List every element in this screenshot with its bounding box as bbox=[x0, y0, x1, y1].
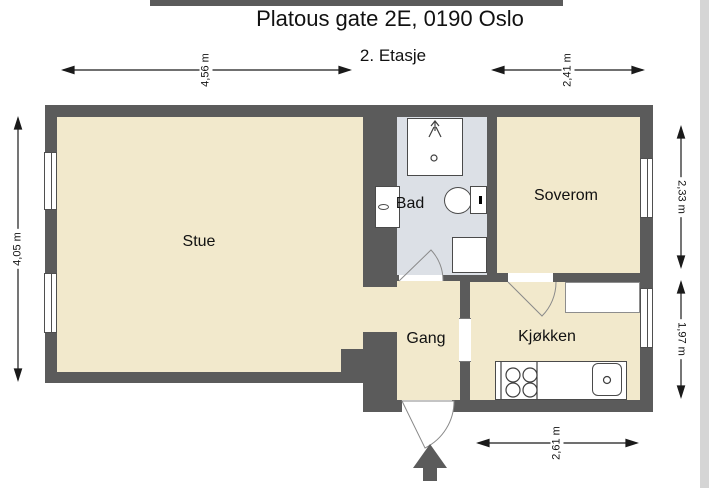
entrance-arrow-icon bbox=[413, 444, 447, 481]
room-label-gang: Gang bbox=[406, 330, 446, 347]
page-title: Platous gate 2E, 0190 Oslo bbox=[256, 6, 524, 31]
floor-label: 2. Etasje bbox=[359, 46, 427, 65]
dimension-stue-width-label: 4,56 m bbox=[199, 50, 213, 90]
stue-corner-wall-step bbox=[341, 349, 363, 372]
dimension-soverom-width-label: 2,41 m bbox=[561, 50, 575, 90]
soverom-door-opening bbox=[508, 273, 553, 282]
dimension-kjokken-height-label: 1,97 m bbox=[674, 319, 688, 359]
room-label-stue: Stue bbox=[182, 233, 216, 250]
sink-faucet-icon bbox=[378, 204, 389, 210]
room-label-kjokken: Kjøkken bbox=[518, 328, 576, 345]
gang-floor bbox=[397, 281, 460, 400]
kitchen-upper-counter bbox=[565, 282, 640, 313]
window-stue-upper bbox=[44, 152, 57, 210]
room-label-bad: Bad bbox=[395, 195, 425, 212]
passage-stue-gang bbox=[363, 287, 397, 332]
room-label-soverom: Soverom bbox=[533, 187, 599, 204]
bad-door-opening bbox=[399, 275, 443, 281]
window-soverom bbox=[640, 158, 653, 218]
kitchen-sink bbox=[592, 363, 622, 396]
bathroom-cabinet bbox=[452, 237, 487, 273]
soverom-floor bbox=[497, 117, 640, 273]
toilet-bowl bbox=[444, 187, 472, 214]
right-edge-scrollbar[interactable] bbox=[700, 0, 709, 488]
stue-floor bbox=[57, 117, 363, 372]
dimension-stue-height-label: 4,05 m bbox=[11, 229, 25, 269]
dimension-kjokken-width-label: 2,61 m bbox=[550, 423, 564, 463]
entrance-opening bbox=[402, 400, 452, 412]
shower-cabin bbox=[407, 118, 463, 176]
toilet-flush-icon bbox=[479, 196, 482, 204]
window-kjokken bbox=[640, 288, 653, 348]
gang-kjokken-opening bbox=[459, 318, 471, 362]
toilet-cistern bbox=[470, 186, 487, 214]
dimension-soverom-height-label: 2,33 m bbox=[674, 177, 688, 217]
top-crop-artifact bbox=[150, 0, 563, 6]
window-stue-lower bbox=[44, 273, 57, 333]
